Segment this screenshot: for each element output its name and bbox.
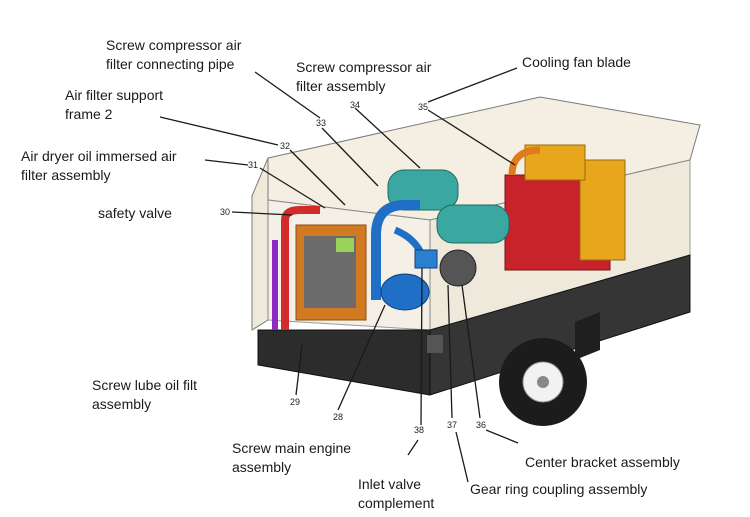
part-number-33: 33 — [316, 118, 326, 128]
label-screw-air-filter-pipe: Screw compressor air filter connecting p… — [106, 37, 242, 72]
leader-29 — [295, 344, 303, 396]
leader-safety-valve — [231, 211, 293, 216]
leader-28 — [337, 304, 386, 411]
leader-lines — [159, 67, 519, 483]
part-number-30: 30 — [220, 207, 230, 217]
leader-38 — [420, 267, 423, 426]
leader-31 — [259, 167, 326, 209]
engine-yellow-cover — [579, 159, 626, 261]
leader-37 — [447, 284, 453, 419]
label-inlet-valve: Inlet valve complement — [358, 476, 435, 511]
base-frame-side — [429, 254, 691, 396]
label-center-bracket: Center bracket assembly — [525, 454, 680, 470]
leader-32 — [289, 149, 346, 206]
leader-35 — [427, 109, 516, 166]
leader-screw-air-filter-assembly — [354, 107, 421, 169]
leader-air-filter-support — [159, 116, 279, 146]
leader-screw-air-filter-pipe — [254, 71, 321, 119]
enclosure-left-side — [251, 157, 269, 331]
label-air-dryer-filter: Air dryer oil immersed air filter assemb… — [21, 148, 177, 183]
gear-ring-coupling — [439, 249, 477, 287]
leader-36 — [461, 284, 481, 419]
part-number-28: 28 — [333, 412, 343, 422]
leader-cooling-fan — [427, 67, 518, 103]
wheel-cap — [537, 376, 549, 388]
control-panel — [336, 238, 354, 252]
label-lube-oil-filter: Screw lube oil filt assembly — [92, 377, 198, 412]
label-gear-ring-coupling: Gear ring coupling assembly — [470, 481, 648, 497]
part-number-29: 29 — [290, 397, 300, 407]
leader-33 — [321, 127, 379, 187]
leader-air-dryer-filter — [204, 159, 249, 166]
red-pipe — [281, 206, 320, 330]
part-number-38: 38 — [414, 425, 424, 435]
base-frame-front — [257, 329, 431, 396]
blue-pipe-main — [371, 200, 420, 300]
part-number-36: 36 — [476, 420, 486, 430]
part-number-32: 32 — [280, 141, 290, 151]
leader-center-bracket — [485, 429, 519, 444]
label-main-engine: Screw main engine assembly — [232, 440, 352, 475]
label-air-filter-support: Air filter support frame 2 — [65, 87, 164, 122]
leader-inlet-valve — [407, 439, 419, 456]
part-number-37: 37 — [447, 420, 457, 430]
screw-main-engine — [380, 273, 430, 311]
part-number-31: 31 — [248, 160, 258, 170]
inlet-valve — [414, 249, 438, 269]
center-bracket — [575, 312, 600, 360]
part-number-35: 35 — [418, 102, 428, 112]
label-screw-air-filter-assembly: Screw compressor air filter assembly — [296, 59, 432, 94]
label-safety-valve: safety valve — [98, 205, 172, 221]
leader-gear-ring-coupling — [455, 431, 469, 483]
air-filter-tank-lower — [436, 204, 510, 244]
part-number-34: 34 — [350, 100, 360, 110]
front-vent — [427, 335, 443, 353]
label-cooling-fan-blade: Cooling fan blade — [522, 54, 631, 70]
orange-pipe — [508, 146, 541, 176]
